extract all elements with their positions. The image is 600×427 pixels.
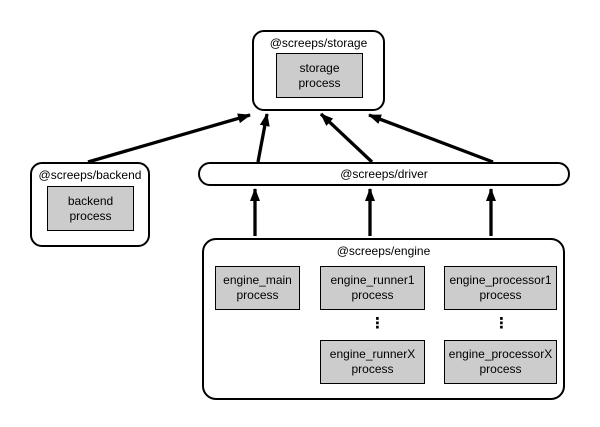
process-box-engine-main: engine_main process: [215, 266, 300, 310]
package-storage-label: @screeps/storage: [269, 36, 368, 50]
process-box-engine-processorX: engine_processorX process: [444, 340, 557, 384]
runner-ellipsis: ⋮: [370, 314, 385, 332]
process-box-engine-runnerX: engine_runnerX process: [320, 340, 425, 384]
process-box-engine-processor1: engine_processor1 process: [444, 266, 557, 310]
package-storage: @screeps/storage storage process: [252, 30, 385, 111]
package-engine: @screeps/engine engine_main process engi…: [202, 238, 565, 400]
processor-ellipsis: ⋮: [494, 314, 509, 332]
process-box-storage: storage process: [276, 53, 363, 98]
package-backend: @screeps/backend backend process: [30, 162, 150, 247]
arrow-backend-to-storage: [87, 113, 251, 164]
package-driver: @screeps/driver: [198, 162, 570, 186]
process-box-engine-runner1: engine_runner1 process: [320, 266, 425, 310]
arrow-driver-to-storage-middle: [319, 112, 374, 164]
arrow-driver-to-storage-right: [368, 113, 494, 164]
arrow-driver-to-storage-left: [256, 113, 270, 163]
package-driver-label: @screeps/driver: [340, 167, 428, 181]
process-box-backend: backend process: [47, 186, 134, 231]
package-backend-label: @screeps/backend: [38, 168, 142, 182]
package-engine-label: @screeps/engine: [336, 244, 431, 258]
